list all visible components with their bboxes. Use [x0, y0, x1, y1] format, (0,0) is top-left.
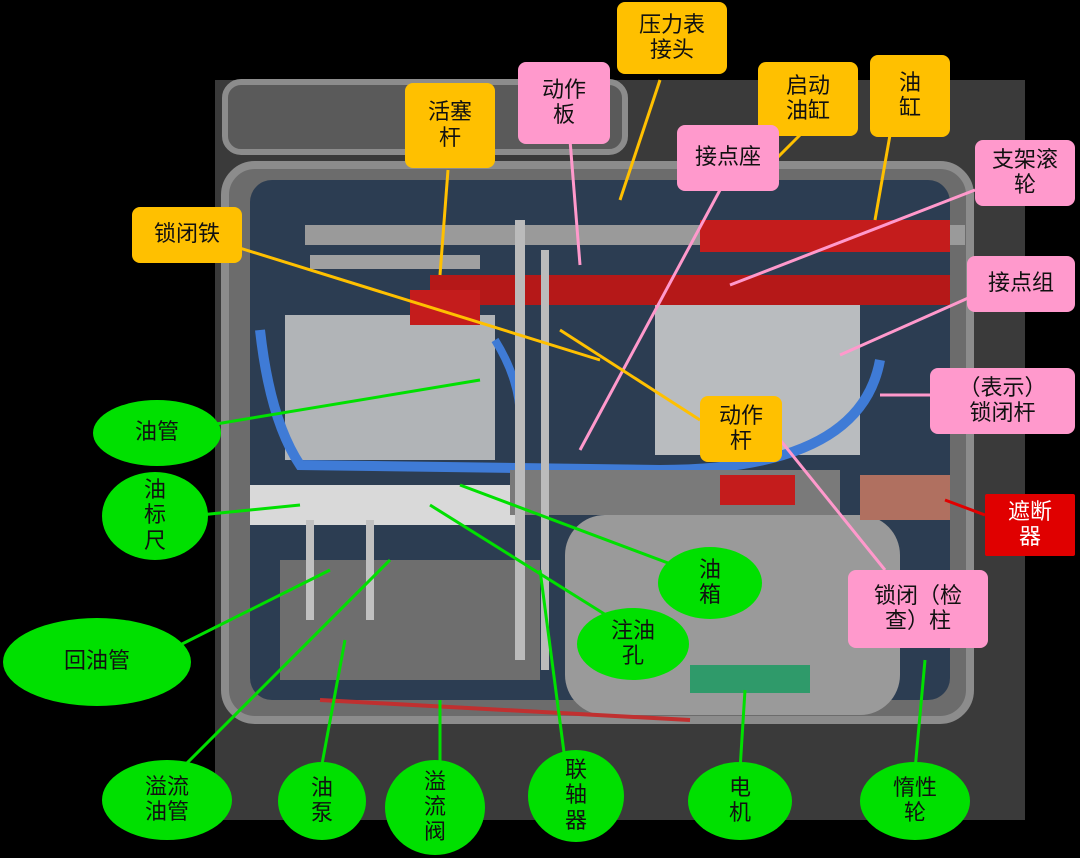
label-oil-cylinder: 油 缸: [870, 55, 950, 137]
label-contact-seat: 接点座: [677, 125, 779, 191]
label-oil-tank: 油 箱: [658, 547, 762, 619]
label-piston-rod: 活塞 杆: [405, 83, 495, 168]
label-breaker: 遮断 器: [985, 494, 1075, 556]
label-oil-dipstick: 油 标 尺: [102, 472, 208, 560]
label-motor: 电 机: [688, 762, 792, 840]
label-contact-group: 接点组: [967, 256, 1075, 312]
label-action-rod: 动作 杆: [700, 396, 782, 462]
label-lock-iron: 锁闭铁: [132, 207, 242, 263]
label-oil-pump: 油 泵: [278, 762, 366, 840]
label-overflow-valve: 溢 流 阀: [385, 760, 485, 855]
label-pressure-gauge-connector: 压力表 接头: [617, 2, 727, 74]
label-coupling: 联 轴 器: [528, 750, 624, 842]
label-oil-filler-hole: 注油 孔: [577, 608, 689, 680]
label-return-oil-pipe: 回油管: [3, 618, 191, 706]
label-oil-pipe: 油管: [93, 400, 221, 466]
label-start-cylinder: 启动 油缸: [758, 62, 858, 136]
label-indication-lock-rod: （表示） 锁闭杆: [930, 368, 1075, 434]
label-lock-check-post: 锁闭（检 查）柱: [848, 570, 988, 648]
label-bracket-roller: 支架滚 轮: [975, 140, 1075, 206]
label-idler-wheel: 惰性 轮: [860, 762, 970, 840]
label-action-plate: 动作 板: [518, 62, 610, 144]
label-overflow-oil-pipe: 溢流 油管: [102, 760, 232, 840]
